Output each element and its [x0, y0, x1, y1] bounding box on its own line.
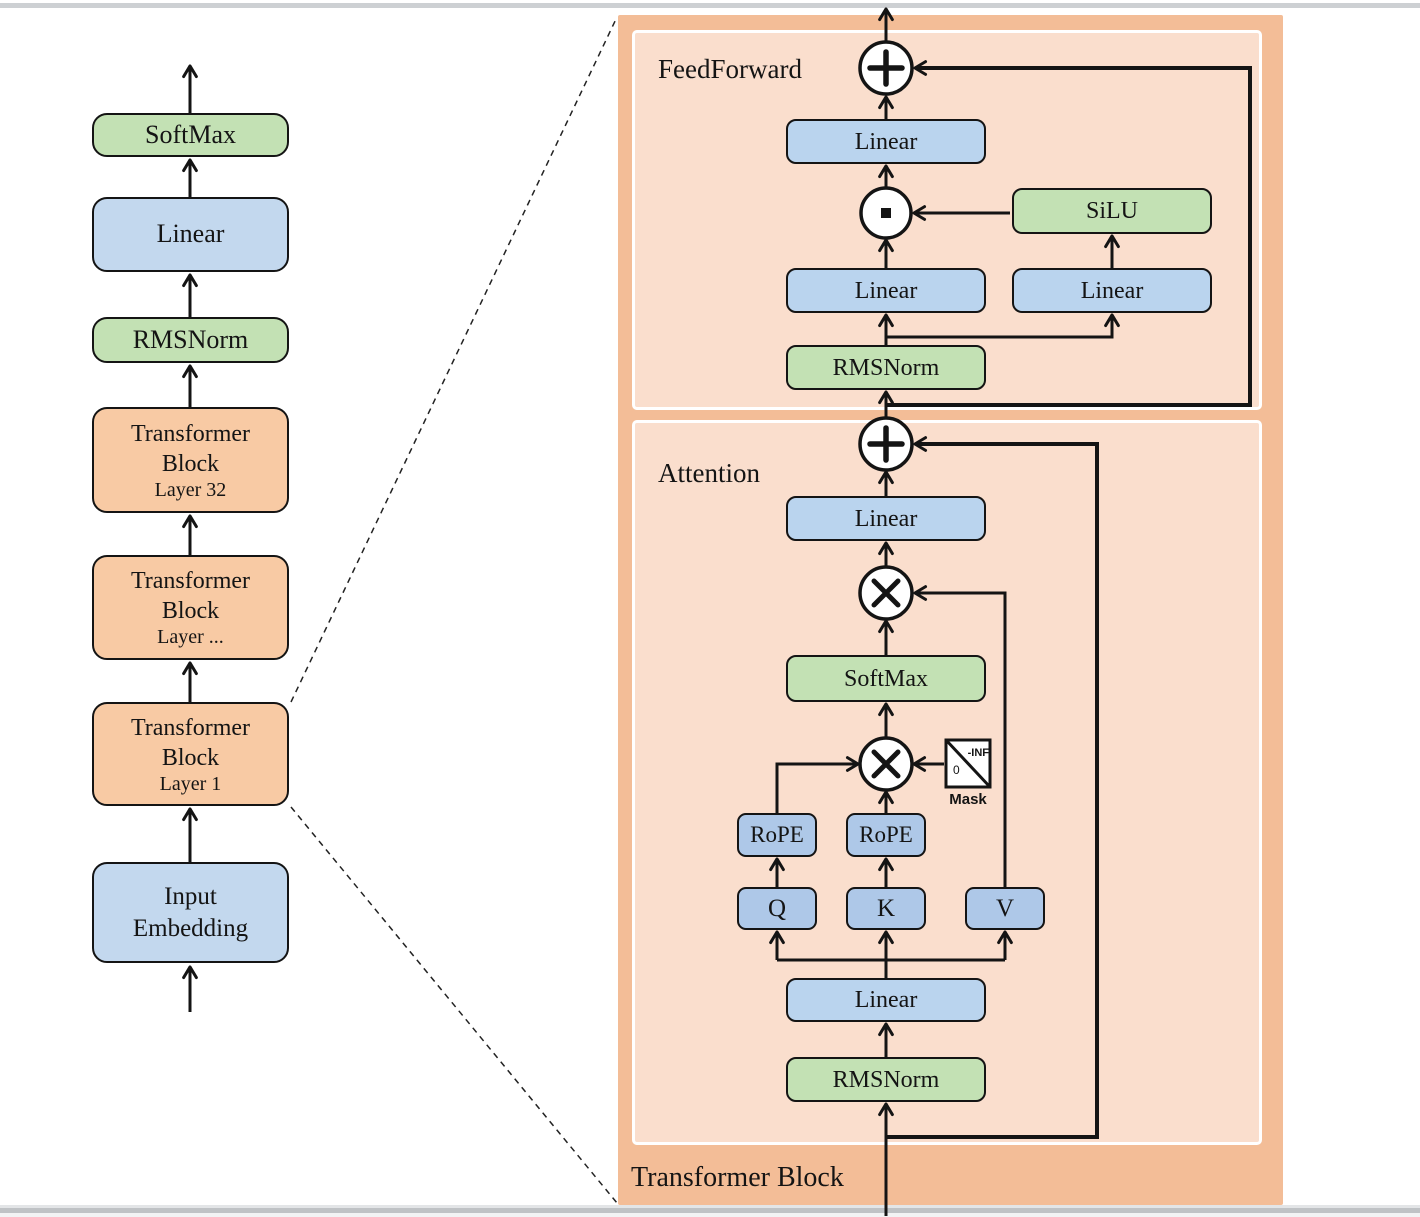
q-label: Q	[767, 894, 787, 922]
ff-linear-right-label: Linear	[1080, 277, 1144, 304]
silu-box: SiLU	[1012, 188, 1212, 234]
matmul-icon	[858, 565, 914, 621]
ff-linear-out-box: Linear	[786, 119, 986, 164]
transformer-block-title: Transformer Block	[631, 1162, 844, 1193]
feedforward-title: FeedForward	[658, 54, 802, 84]
block32-line2: Block	[161, 450, 220, 477]
k-label: K	[876, 894, 896, 922]
rope-k-label: RoPE	[859, 821, 913, 847]
att-linear-out-box: Linear	[786, 496, 986, 541]
block1-line2: Block	[161, 744, 220, 771]
block1-line1: Transformer	[130, 714, 251, 741]
k-box: K	[846, 887, 926, 930]
softmax-label: SoftMax	[145, 119, 236, 149]
ff-rmsnorm-label: RMSNorm	[832, 354, 940, 381]
att-rmsnorm-box: RMSNorm	[786, 1057, 986, 1102]
rope-q-box: RoPE	[737, 813, 817, 857]
att-rmsnorm-label: RMSNorm	[832, 1066, 940, 1093]
v-box: V	[965, 887, 1045, 930]
att-softmax-box: SoftMax	[786, 655, 986, 702]
silu-label: SiLU	[1085, 198, 1138, 224]
ff-linear-left-box: Linear	[786, 268, 986, 313]
add-icon	[858, 40, 914, 96]
transformer-block-layer1-box: Transformer Block Layer 1	[92, 702, 289, 806]
transformer-block-layer32-box: Transformer Block Layer 32	[92, 407, 289, 513]
linear-label: Linear	[156, 219, 225, 249]
matmul-icon	[858, 736, 914, 792]
ff-linear-out-label: Linear	[854, 128, 918, 155]
mask-icon: -INF 0 Mask	[944, 738, 992, 808]
rmsnorm-box: RMSNorm	[92, 317, 289, 363]
input-embedding-line1: Input	[164, 883, 217, 911]
attention-title: Attention	[658, 458, 760, 488]
bottom-rule	[0, 1208, 1420, 1213]
softmax-box: SoftMax	[92, 113, 289, 157]
blockmid-line2: Block	[161, 598, 220, 624]
bottom-rule-light	[0, 1205, 1420, 1208]
ff-linear-left-label: Linear	[854, 277, 918, 304]
feedforward-residual-line	[886, 60, 1252, 407]
input-embedding-box: Input Embedding	[92, 862, 289, 963]
linear-box: Linear	[92, 197, 289, 272]
v-label: V	[995, 894, 1015, 922]
rope-k-box: RoPE	[846, 813, 926, 857]
bottom-rule-fade	[0, 1213, 1420, 1217]
ff-rmsnorm-box: RMSNorm	[786, 345, 986, 390]
att-linear-out-label: Linear	[854, 505, 918, 532]
ff-linear-right-box: Linear	[1012, 268, 1212, 313]
blockmid-line1: Transformer	[130, 568, 251, 594]
input-embedding-line2: Embedding	[132, 914, 249, 942]
add-icon	[858, 416, 914, 472]
block32-line1: Transformer	[130, 420, 251, 447]
elementwise-product-icon	[859, 186, 913, 240]
blockmid-line3: Layer ...	[157, 626, 224, 648]
att-linear-in-label: Linear	[854, 987, 918, 1013]
top-rule	[0, 3, 1420, 8]
rope-q-label: RoPE	[750, 821, 804, 847]
att-softmax-label: SoftMax	[844, 665, 928, 692]
attention-arrows	[769, 470, 1013, 1216]
att-linear-in-box: Linear	[786, 978, 986, 1022]
mask-inf-label: -INF	[968, 747, 990, 759]
feedforward-arrows	[878, 7, 1120, 418]
transformer-block-layer-mid-box: Transformer Block Layer ...	[92, 555, 289, 660]
q-box: Q	[737, 887, 817, 930]
block1-line3: Layer 1	[159, 772, 222, 795]
mask-label: Mask	[949, 791, 987, 808]
block32-line3: Layer 32	[154, 478, 227, 501]
attention-residual-line	[886, 436, 1099, 1139]
mask-zero-label: 0	[953, 763, 960, 777]
rmsnorm-label: RMSNorm	[132, 324, 249, 354]
zoom-guide-lines	[290, 16, 618, 1204]
